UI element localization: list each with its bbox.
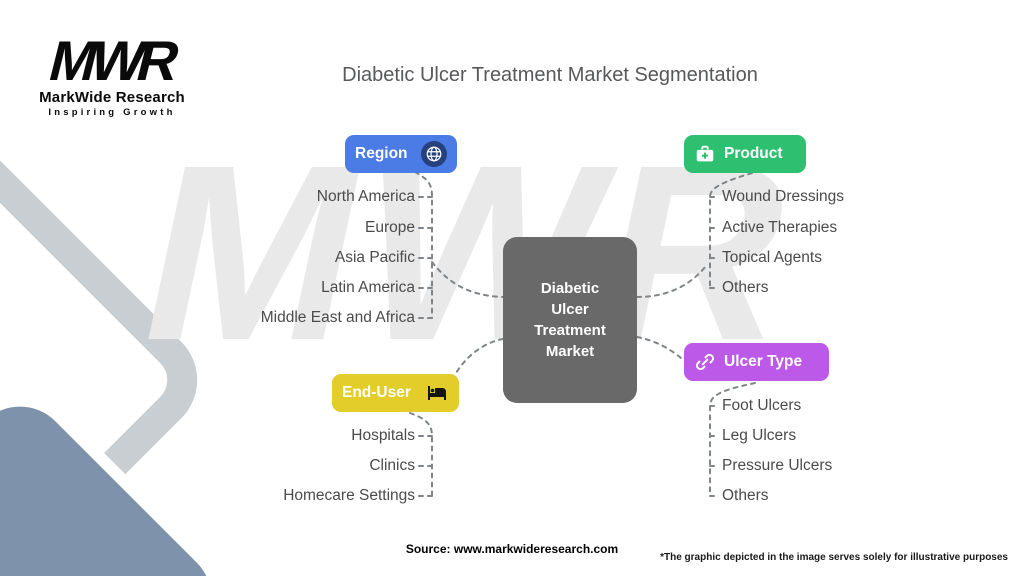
globe-icon: [421, 141, 447, 167]
center-node-line: Ulcer: [551, 301, 589, 318]
connector-enduser-center: [455, 338, 504, 374]
source-line: Source: www.markwideresearch.com: [405, 542, 619, 556]
group-node-end-user: End-User: [332, 374, 459, 412]
region-item: Europe: [365, 219, 415, 236]
connector-product-items: [709, 172, 753, 289]
group-node-ulcer-type: Ulcer Type: [684, 343, 829, 381]
center-node-line: Treatment: [534, 322, 606, 339]
connector-region-center: [431, 261, 504, 298]
region-item: Latin America: [321, 279, 415, 296]
connector-enduser-items: [409, 412, 433, 497]
group-label-region: Region: [355, 145, 408, 162]
ulcer-type-item: Others: [722, 487, 769, 504]
ulcer-type-item: Pressure Ulcers: [722, 457, 833, 474]
connector-product-center: [636, 265, 707, 298]
group-label-end-user: End-User: [342, 384, 411, 401]
end-user-item: Hospitals: [351, 427, 415, 444]
connector-ulcer-ticks: [709, 405, 720, 497]
end-user-item: Homecare Settings: [283, 487, 415, 504]
connector-product-ticks: [709, 196, 720, 289]
product-item: Others: [722, 279, 769, 296]
page-title: Diabetic Ulcer Treatment Market Segmenta…: [342, 64, 758, 86]
group-label-product: Product: [724, 145, 783, 162]
group-label-ulcer-type: Ulcer Type: [724, 353, 803, 370]
center-node-line: Diabetic: [540, 280, 600, 297]
logo-monogram: MWR: [43, 29, 181, 92]
markwide-logo: MWR MarkWide Research Inspiring Growth: [28, 29, 196, 119]
center-node-diabetic-ulcer-treatment-market: Diabetic Ulcer Treatment Market: [503, 237, 637, 403]
logo-tagline: Inspiring Growth: [48, 107, 176, 119]
ulcer-type-item: Leg Ulcers: [722, 427, 797, 444]
ulcer-type-item: Foot Ulcers: [722, 397, 802, 414]
region-item: North America: [316, 188, 415, 205]
region-item: Middle East and Africa: [260, 309, 415, 326]
center-node-line: Market: [545, 343, 595, 360]
connector-enduser-ticks: [418, 435, 433, 497]
connector-ulcer-center: [636, 336, 682, 359]
end-user-item: Clinics: [369, 457, 415, 474]
logo-name: MarkWide Research: [39, 89, 185, 107]
product-item: Topical Agents: [722, 249, 822, 266]
chain-link-icon: [694, 351, 716, 373]
group-node-region: Region: [345, 135, 457, 173]
region-item: Asia Pacific: [334, 249, 415, 266]
patient-bed-icon: [425, 381, 449, 405]
group-node-product: Product: [684, 135, 806, 173]
product-item: Wound Dressings: [722, 188, 845, 205]
disclaimer-note: *The graphic depicted in the image serve…: [660, 552, 1008, 563]
medical-kit-icon: [694, 143, 716, 165]
product-item: Active Therapies: [722, 219, 838, 236]
connector-region-items: [414, 171, 433, 319]
connector-region-ticks: [418, 196, 433, 319]
